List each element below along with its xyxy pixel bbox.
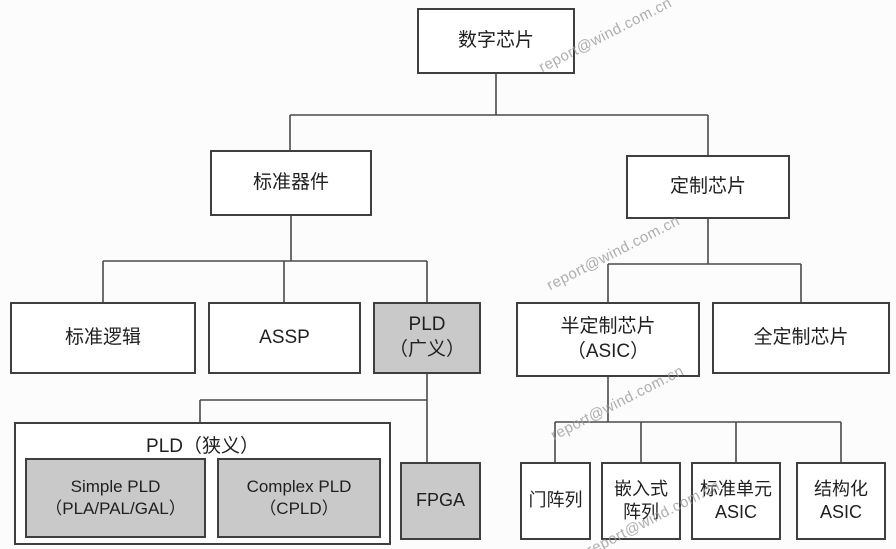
node-complex-pld: Complex PLD （CPLD） — [217, 458, 381, 538]
node-standard-devices-label: 标准器件 — [252, 171, 329, 193]
node-full-custom: 全定制芯片 — [712, 302, 890, 374]
node-embedded-array: 嵌入式 阵列 — [601, 462, 681, 540]
node-simple-pld: Simple PLD （PLA/PAL/GAL） — [25, 458, 206, 538]
node-assp-label: ASSP — [259, 326, 310, 348]
node-semi-custom-line1: 半定制芯片 — [560, 315, 656, 337]
node-standard-cell-asic-line1: 标准单元 — [700, 478, 772, 499]
node-fpga-label: FPGA — [415, 490, 465, 511]
node-pld-broad-line1: PLD — [408, 314, 446, 336]
node-custom-chips: 定制芯片 — [626, 155, 790, 219]
node-pld-broad-line2: （广义） — [388, 339, 465, 360]
node-full-custom-label: 全定制芯片 — [753, 326, 849, 348]
node-custom-chips-label: 定制芯片 — [669, 175, 746, 197]
node-pld-broad: PLD （广义） — [373, 302, 481, 374]
node-structured-asic-line1: 结构化 — [814, 478, 868, 499]
node-semi-custom-asic: 半定制芯片 （ASIC） — [516, 302, 700, 377]
node-simple-pld-line1: Simple PLD — [70, 476, 161, 496]
node-gate-array-label: 门阵列 — [528, 490, 583, 511]
node-digital-chip: 数字芯片 — [417, 8, 575, 74]
node-gate-array: 门阵列 — [520, 462, 591, 540]
node-standard-devices: 标准器件 — [210, 150, 372, 216]
node-assp: ASSP — [208, 302, 361, 374]
node-digital-chip-label: 数字芯片 — [457, 29, 534, 51]
node-fpga: FPGA — [400, 462, 481, 540]
node-embedded-array-line2: 阵列 — [623, 502, 659, 522]
node-standard-logic-label: 标准逻辑 — [64, 326, 141, 348]
node-pld-narrow-title: PLD（狭义） — [146, 436, 259, 457]
node-complex-pld-line1: Complex PLD — [246, 476, 352, 496]
node-structured-asic: 结构化 ASIC — [796, 462, 886, 540]
node-standard-cell-asic: 标准单元 ASIC — [691, 462, 781, 540]
node-embedded-array-line1: 嵌入式 — [614, 478, 668, 499]
node-semi-custom-line2: （ASIC） — [566, 340, 650, 362]
node-simple-pld-line2: （PLA/PAL/GAL） — [45, 499, 186, 518]
node-complex-pld-line2: （CPLD） — [259, 499, 339, 518]
node-standard-cell-asic-line2: ASIC — [714, 502, 757, 522]
node-standard-logic: 标准逻辑 — [10, 302, 196, 374]
node-structured-asic-line2: ASIC — [819, 502, 862, 522]
